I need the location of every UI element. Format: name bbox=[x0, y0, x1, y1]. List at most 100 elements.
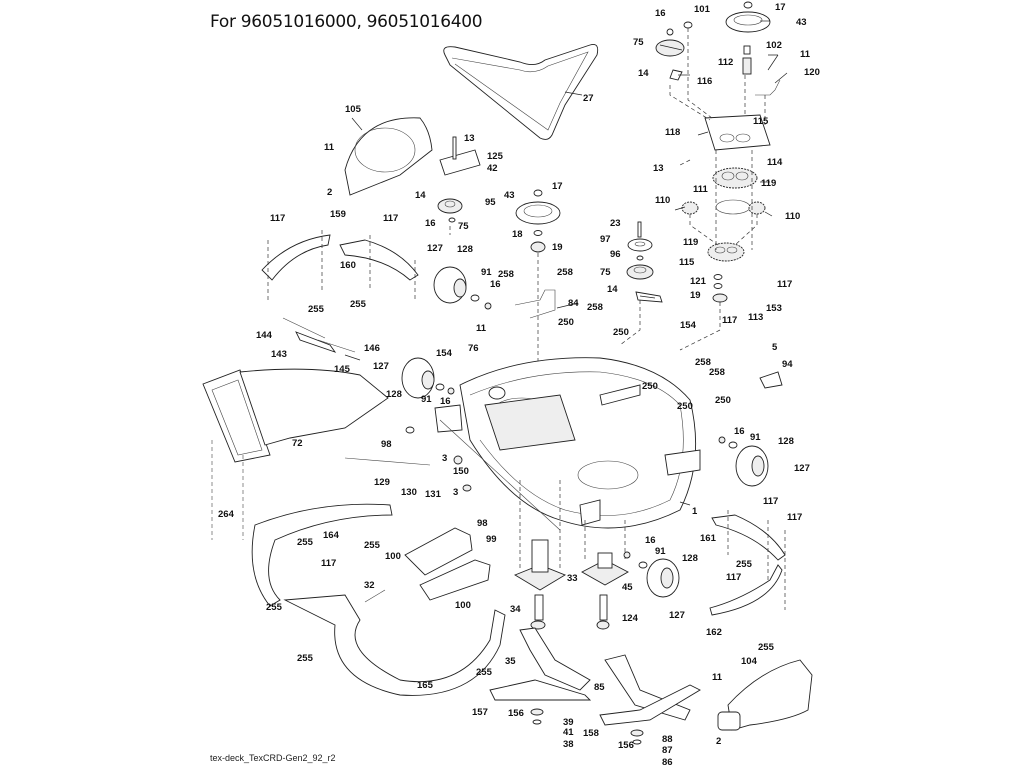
label-45: 45 bbox=[622, 582, 633, 593]
bushing-76 bbox=[488, 386, 506, 400]
label-91: 91 bbox=[421, 394, 432, 405]
label-16: 16 bbox=[734, 426, 745, 437]
arm-99-bottom bbox=[419, 559, 491, 601]
label-19: 19 bbox=[552, 242, 563, 253]
label-159: 159 bbox=[330, 209, 346, 220]
label-127: 127 bbox=[373, 361, 389, 372]
label-153: 153 bbox=[766, 303, 782, 314]
label-150: 150 bbox=[453, 466, 469, 477]
pulley-97 bbox=[627, 238, 653, 252]
discharge-chute-72 bbox=[202, 368, 389, 463]
label-125: 125 bbox=[487, 151, 504, 162]
gauge-wheel-128-right bbox=[735, 445, 769, 487]
label-255: 255 bbox=[297, 537, 314, 548]
label-110: 110 bbox=[655, 195, 670, 206]
bolt-13 bbox=[452, 136, 457, 160]
label-72: 72 bbox=[292, 438, 303, 449]
label-157: 157 bbox=[472, 707, 488, 718]
idler-pulley-75-top bbox=[655, 21, 693, 57]
blade-shield-right bbox=[717, 659, 813, 731]
label-116: 116 bbox=[697, 76, 712, 87]
label-5: 5 bbox=[772, 342, 778, 353]
label-156: 156 bbox=[508, 708, 524, 719]
label-102: 102 bbox=[766, 40, 782, 51]
label-250: 250 bbox=[613, 327, 629, 338]
gear-110-right bbox=[748, 201, 766, 215]
label-94: 94 bbox=[782, 359, 793, 370]
label-16: 16 bbox=[655, 8, 666, 19]
label-128: 128 bbox=[386, 389, 402, 400]
skirt-160 bbox=[339, 239, 419, 281]
gauge-wheel-128-left bbox=[401, 357, 435, 399]
label-115: 115 bbox=[679, 257, 695, 268]
label-154: 154 bbox=[680, 320, 697, 331]
label-144: 144 bbox=[256, 330, 273, 341]
label-127: 127 bbox=[794, 463, 810, 474]
label-16: 16 bbox=[645, 535, 656, 546]
label-91: 91 bbox=[481, 267, 492, 278]
label-119: 119 bbox=[761, 178, 776, 189]
rod-84 bbox=[514, 289, 556, 319]
label-32: 32 bbox=[364, 580, 375, 591]
label-91: 91 bbox=[750, 432, 761, 443]
label-114: 114 bbox=[767, 157, 783, 168]
label-19: 19 bbox=[690, 290, 701, 301]
label-100: 100 bbox=[455, 600, 471, 611]
label-264: 264 bbox=[218, 509, 235, 520]
label-14: 14 bbox=[607, 284, 618, 295]
label-118: 118 bbox=[665, 127, 680, 138]
bearing-19-right bbox=[712, 293, 728, 303]
label-154: 154 bbox=[436, 348, 453, 359]
label-100: 100 bbox=[385, 551, 401, 562]
label-97: 97 bbox=[600, 234, 611, 245]
label-75: 75 bbox=[633, 37, 644, 48]
label-255: 255 bbox=[297, 653, 314, 664]
bearing-19 bbox=[530, 241, 546, 253]
label-13: 13 bbox=[653, 163, 664, 174]
label-11: 11 bbox=[800, 49, 811, 60]
link-143 bbox=[295, 331, 337, 353]
label-117: 117 bbox=[383, 213, 398, 224]
gasket-111 bbox=[715, 199, 751, 215]
pulley-43-top bbox=[725, 1, 771, 33]
label-255: 255 bbox=[736, 559, 753, 570]
label-27: 27 bbox=[583, 93, 594, 104]
part-labels: 16 101 17 43 75 102 112 11 14 116 120 27… bbox=[218, 2, 820, 768]
label-23: 23 bbox=[610, 218, 621, 229]
label-75: 75 bbox=[600, 267, 611, 278]
label-165: 165 bbox=[417, 680, 434, 691]
blade-157 bbox=[489, 679, 592, 701]
label-250: 250 bbox=[677, 401, 693, 412]
label-127: 127 bbox=[427, 243, 443, 254]
shaft-124 bbox=[599, 594, 608, 621]
label-11: 11 bbox=[476, 323, 487, 334]
label-258: 258 bbox=[587, 302, 603, 313]
label-76: 76 bbox=[468, 343, 479, 354]
label-117: 117 bbox=[763, 496, 778, 507]
label-16: 16 bbox=[490, 279, 501, 290]
label-162: 162 bbox=[706, 627, 722, 638]
label-3: 3 bbox=[442, 453, 447, 464]
label-75: 75 bbox=[458, 221, 469, 232]
label-255: 255 bbox=[266, 602, 283, 613]
label-113: 113 bbox=[748, 312, 763, 323]
bracket-94 bbox=[759, 371, 783, 389]
gauge-wheel-128-top bbox=[433, 266, 467, 304]
label-128: 128 bbox=[457, 244, 473, 255]
label-112: 112 bbox=[718, 57, 733, 68]
shaft-34 bbox=[534, 594, 544, 621]
label-2: 2 bbox=[327, 187, 332, 198]
rod-144 bbox=[282, 317, 326, 339]
label-143: 143 bbox=[271, 349, 287, 360]
label-85: 85 bbox=[594, 682, 605, 693]
label-43: 43 bbox=[796, 17, 807, 28]
plate-118 bbox=[704, 114, 771, 151]
label-255: 255 bbox=[364, 540, 381, 551]
label-120: 120 bbox=[804, 67, 820, 78]
label-16: 16 bbox=[425, 218, 436, 229]
label-41: 41 bbox=[563, 727, 574, 738]
label-11: 11 bbox=[324, 142, 335, 153]
label-130: 130 bbox=[401, 487, 417, 498]
label-2: 2 bbox=[716, 736, 721, 747]
label-111: 111 bbox=[693, 184, 709, 195]
